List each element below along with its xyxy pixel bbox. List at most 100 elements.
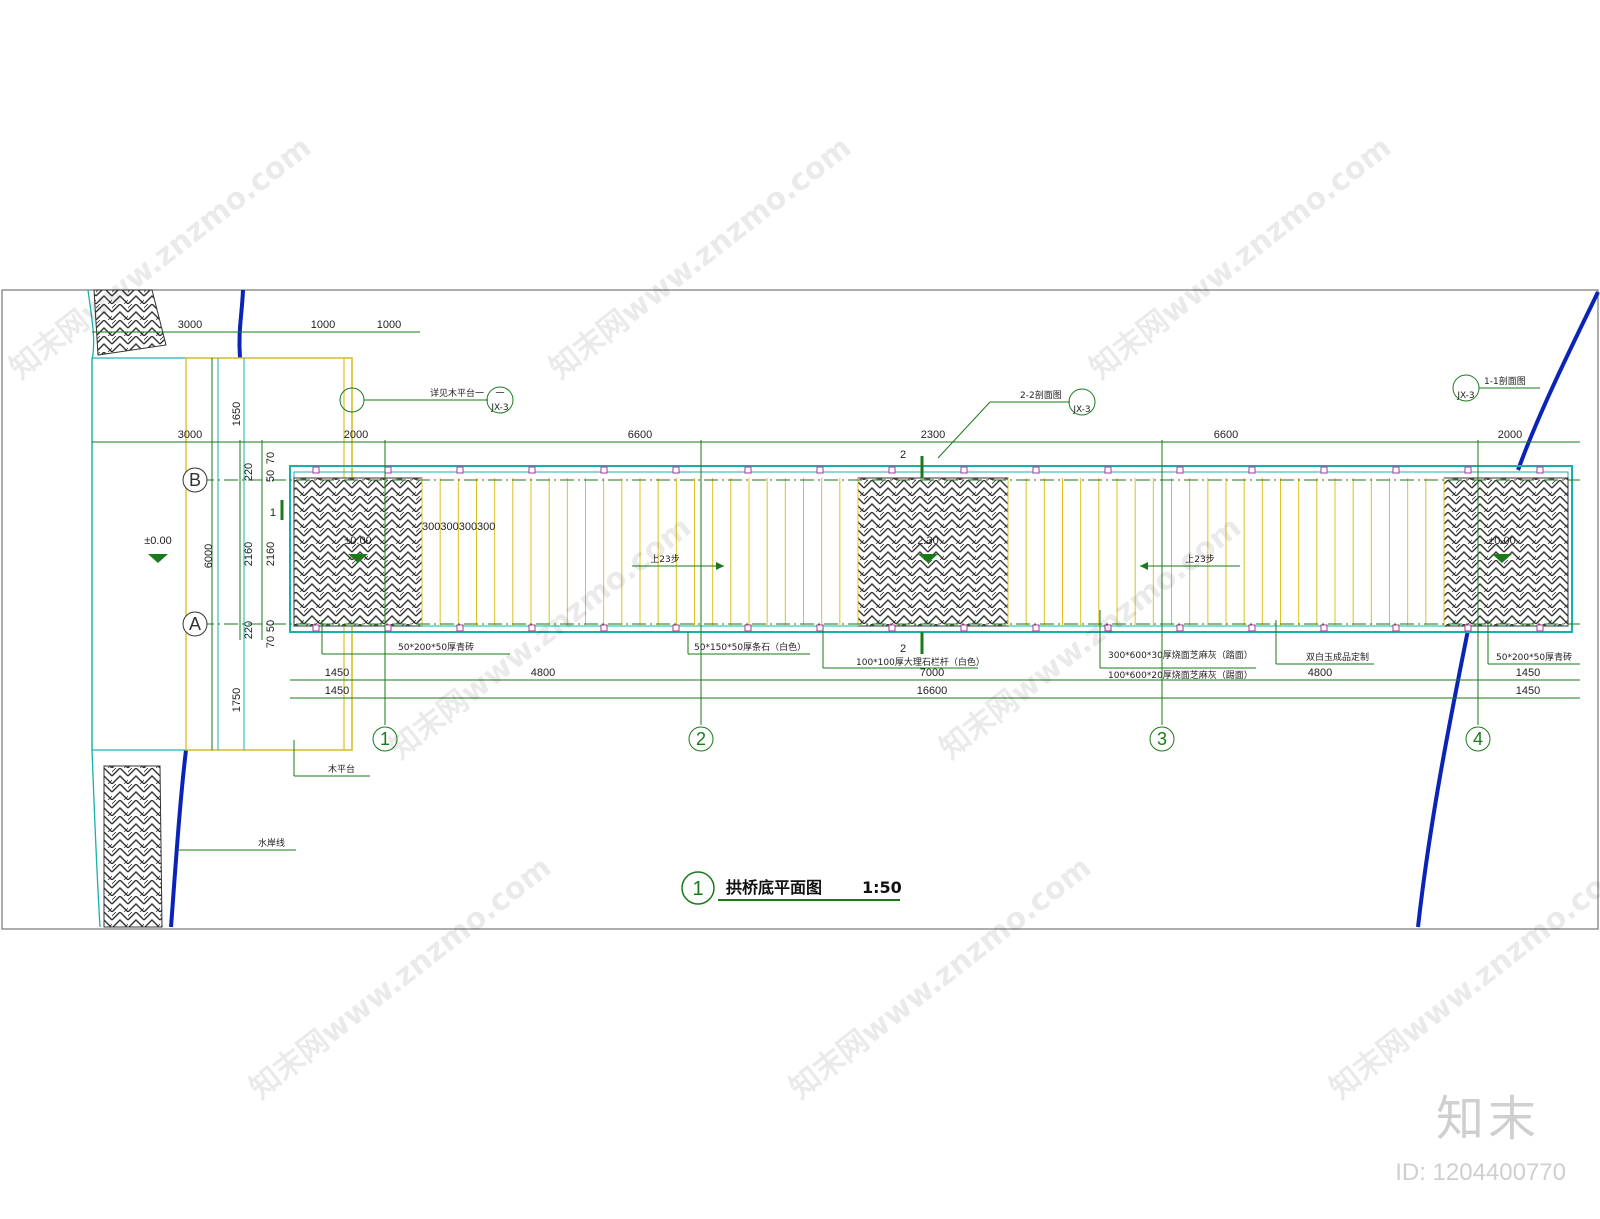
image-id-label: ID: 1204400770 — [1395, 1159, 1566, 1186]
dim-left-small-2: 50 — [265, 620, 277, 632]
railing-post — [888, 466, 896, 474]
watermark-text: 知末网www.znzmo.com — [1083, 130, 1398, 387]
railing-post — [744, 466, 752, 474]
section-number: 2 — [900, 449, 906, 461]
dim-left-outer-1: 6000 — [203, 544, 215, 568]
step-text: 上23步 — [1185, 554, 1214, 565]
axis-label-2: 2 — [696, 729, 706, 749]
section-number: 1 — [270, 507, 276, 519]
railing-post — [1176, 624, 1184, 632]
step-treads — [421, 478, 1445, 626]
railing-post — [1536, 624, 1544, 632]
dim-bot1-4: 1450 — [1516, 667, 1540, 679]
axis-bubble-4: 4 — [1465, 726, 1491, 752]
drawing-title-block: 1 拱桥底平面图 1:50 — [681, 871, 902, 905]
railing-post — [888, 624, 896, 632]
level-text: 2.30 — [917, 535, 938, 547]
axis-label-4: 4 — [1473, 729, 1483, 749]
dim-left-outer-2: 1750 — [231, 688, 243, 712]
marble-note: 双白玉成品定制 — [1306, 651, 1369, 663]
railing-post — [744, 624, 752, 632]
axis-label-3: 3 — [1157, 729, 1167, 749]
level-marker-start: ±0.00 — [344, 535, 372, 563]
dim-left-small-3: 70 — [265, 636, 277, 648]
slab1-note: 300*600*30厚烧面芝麻灰（踏面） — [1108, 649, 1253, 661]
dim-left-small-1: 50 — [265, 470, 277, 482]
leader-lines — [178, 610, 1580, 851]
step-text: 上23步 — [650, 554, 679, 565]
dim-top1-1: 1000 — [311, 319, 335, 331]
railing-post — [312, 466, 320, 474]
step-arrow-right: 上23步 — [1140, 554, 1240, 570]
section-mark-1-side: 1 — [270, 500, 284, 520]
shoreline-note: 水岸线 — [258, 837, 285, 849]
section-1-1-label: 1-1剖面图 — [1484, 375, 1526, 387]
brand-logo: 知末 — [1435, 1091, 1540, 1147]
axis-bubble-B: B — [182, 467, 208, 493]
dim-top2-0: 3000 — [178, 429, 202, 441]
dim-left-outer-0: 1650 — [231, 402, 243, 426]
platform-ref: 一 — [495, 389, 504, 399]
watermark-text: 知末网www.znzmo.com — [383, 510, 698, 767]
dim-top2-3: 2300 — [921, 429, 945, 441]
dim-bot1-1: 4800 — [531, 667, 555, 679]
ref-sheet: JX-3 — [490, 403, 508, 413]
railing-post — [1320, 624, 1328, 632]
railing-post — [1176, 466, 1184, 474]
level-text: ±0.00 — [344, 535, 371, 547]
axis-bubble-A: A — [182, 611, 208, 637]
level-text: ±0.00 — [144, 535, 171, 547]
axis-label-B: B — [189, 470, 201, 490]
stone-strip-note: 50*150*50厚条石（白色） — [694, 641, 806, 653]
watermark-text: 知末网www.znzmo.com — [543, 130, 858, 387]
level-marker-top: 2.30 — [917, 535, 939, 563]
dim-top2-1: 2000 — [344, 429, 368, 441]
left-shore-paving — [87, 289, 167, 928]
dim-top1-0: 3000 — [178, 319, 202, 331]
railing-post — [672, 466, 680, 474]
watermark-text: 知末网www.znzmo.com — [1323, 850, 1600, 1107]
axis-bubble-2: 2 — [688, 726, 714, 752]
railing-post — [1392, 624, 1400, 632]
watermark-text: 知末网www.znzmo.com — [3, 130, 318, 387]
section-mark-2-top: 2 — [900, 449, 924, 478]
dim-left-inner2-0: 2160 — [265, 542, 277, 566]
dim-top2-2: 6600 — [628, 429, 652, 441]
railing-post — [600, 466, 608, 474]
dim-bot2-2: 1450 — [1516, 685, 1540, 697]
level-text: ±0.00 — [1488, 535, 1515, 547]
railing-post — [1536, 466, 1544, 474]
railing-post — [816, 466, 824, 474]
railing-post — [1464, 624, 1472, 632]
railing-post — [1320, 466, 1328, 474]
slab2-note: 100*600*20厚烧面芝麻灰（踢面） — [1108, 669, 1253, 681]
drawing-frame — [1, 289, 1599, 930]
wood-platform-note: 木平台 — [328, 763, 355, 775]
step-arrow-left: 上23步 — [632, 554, 724, 570]
railing-post — [816, 624, 824, 632]
railing-post — [384, 466, 392, 474]
railing-post — [1104, 624, 1112, 632]
see-platform-note: 详见木平台一 — [430, 387, 484, 399]
railing-post — [456, 624, 464, 632]
railing-post — [528, 466, 536, 474]
dim-left-small-0: 70 — [265, 452, 277, 464]
dim-left-inner-2: 220 — [243, 621, 255, 639]
railing-post — [456, 466, 464, 474]
dim-left-inner-0: 220 — [243, 463, 255, 481]
drawing-title: 拱桥底平面图 — [726, 878, 822, 897]
axis-grid-lines — [200, 440, 1580, 725]
deck-paving — [293, 477, 1569, 627]
railing-post — [1464, 466, 1472, 474]
dimension-lines — [92, 331, 1580, 750]
callout-section-2-2: 2-2剖面图 JX-3 — [937, 388, 1096, 459]
railing-post — [1248, 624, 1256, 632]
railing-note: 100*100厚大理石栏杆（白色） — [856, 656, 985, 668]
dim-bot1-0: 1450 — [325, 667, 349, 679]
dim-left-inner-1: 2160 — [243, 542, 255, 566]
brick1-note: 50*200*50厚青砖 — [398, 641, 474, 653]
callout-platform-detail: 详见木平台一 一 JX-3 — [339, 386, 514, 414]
railing-post — [1104, 466, 1112, 474]
railing-post — [1032, 624, 1040, 632]
